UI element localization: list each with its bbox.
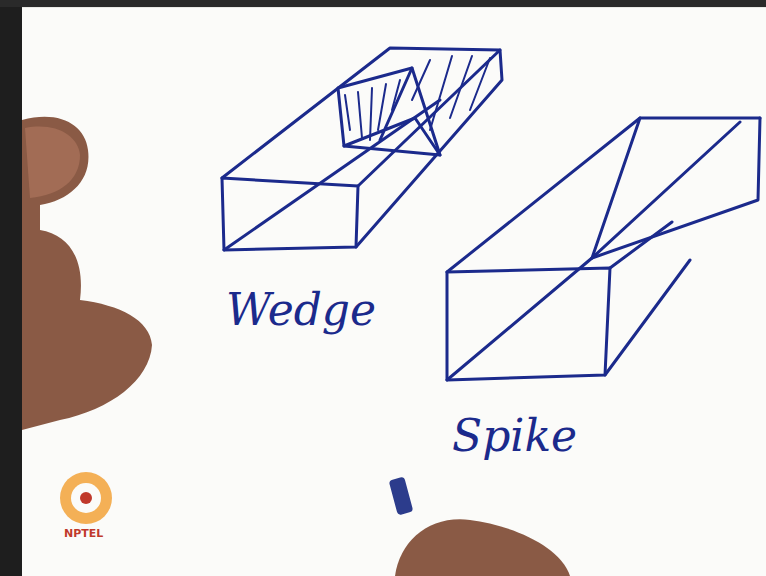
logo-emblem — [60, 472, 112, 524]
spike-top-edges — [447, 118, 760, 272]
spike-front-face — [447, 268, 610, 380]
paper — [18, 8, 766, 576]
part-label: Spike — [452, 412, 577, 460]
logo-emblem — [71, 483, 101, 513]
spike-notch-edges — [592, 122, 740, 268]
watermark: NPTEL — [64, 528, 103, 540]
left-edge-shadow — [0, 0, 22, 576]
logo-emblem — [80, 492, 92, 504]
wedge-notch-edges — [344, 68, 440, 155]
label-text: NPTEL — [64, 527, 103, 540]
part-label: Wedge — [226, 286, 376, 334]
hand — [22, 117, 152, 430]
hand-finger — [25, 127, 80, 198]
hand — [395, 519, 570, 576]
wedge-notch — [338, 68, 440, 155]
wedge-hatching — [345, 56, 490, 140]
label-text: Spike — [452, 410, 577, 461]
wedge-front-face — [222, 178, 358, 250]
wedge-top-face — [222, 48, 500, 186]
top-edge-shadow — [0, 0, 766, 7]
spike-side-edges — [447, 258, 690, 380]
spike-notch — [592, 118, 760, 258]
label-text: Wedge — [226, 284, 376, 335]
marker-pen — [389, 477, 414, 516]
